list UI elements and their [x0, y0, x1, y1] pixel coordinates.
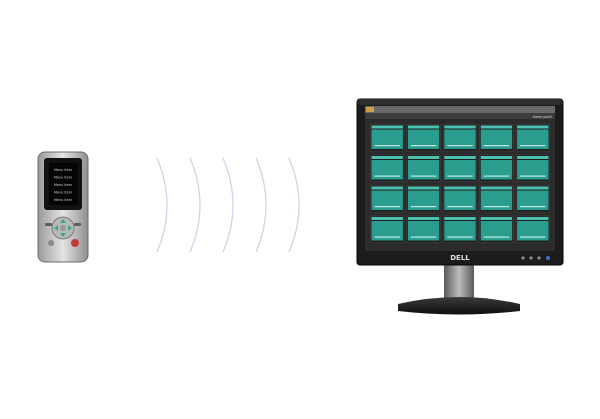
power-button-icon[interactable]: [546, 256, 550, 260]
monitor-button-icon[interactable]: [521, 256, 525, 260]
alarm-tile[interactable]: [406, 185, 441, 213]
app-logo-icon: [366, 107, 374, 112]
device-dpad: [51, 216, 75, 240]
right-arrow-icon: [68, 225, 72, 231]
monitor-base: [398, 297, 520, 315]
alarm-tile[interactable]: [443, 124, 477, 152]
alarm-tile[interactable]: [443, 185, 477, 213]
alarm-tiles-grid: [370, 124, 550, 243]
alarm-tile[interactable]: [479, 154, 514, 182]
alarm-tile[interactable]: [406, 154, 441, 182]
up-arrow-icon: [60, 219, 66, 223]
monitor-button-icon[interactable]: [537, 256, 541, 260]
alarm-tile[interactable]: [406, 215, 441, 243]
alarm-tile[interactable]: [443, 215, 477, 243]
alarm-tile[interactable]: [443, 154, 477, 182]
wave-arc: [156, 157, 168, 253]
left-arrow-icon: [54, 225, 58, 231]
alarm-tile[interactable]: [515, 215, 550, 243]
alarm-tile[interactable]: [515, 154, 550, 182]
app-titlebar: [365, 106, 555, 113]
device-menu-item: Menu item: [54, 191, 73, 195]
alarm-tile[interactable]: [370, 185, 405, 213]
monitor: Alarm panel DELL: [356, 98, 564, 315]
wave-arc: [288, 157, 300, 253]
device-menu-item: Menu item: [54, 183, 73, 187]
down-arrow-icon: [60, 233, 66, 237]
device-screen: [49, 163, 78, 205]
alarm-tile[interactable]: [479, 215, 514, 243]
alarm-tile[interactable]: [370, 154, 405, 182]
monitor-button-icon[interactable]: [529, 256, 533, 260]
device-menu-item: Menu item: [54, 198, 73, 202]
wave-arc: [189, 157, 201, 253]
alarm-tile[interactable]: [479, 185, 514, 213]
device-menu-item: Menu item: [54, 176, 73, 180]
wave-arc: [222, 157, 234, 253]
alarm-button-icon: [71, 239, 79, 247]
device-menu-item: Menu item: [54, 168, 73, 172]
alarm-tile[interactable]: [515, 124, 550, 152]
alarm-tile[interactable]: [370, 124, 405, 152]
alarm-tile[interactable]: [370, 215, 405, 243]
monitor-brand-logo: DELL: [450, 254, 470, 262]
wave-arc: [255, 157, 267, 253]
alarm-tile[interactable]: [406, 124, 441, 152]
alarm-tile[interactable]: [479, 124, 514, 152]
app-header-label: Alarm panel: [533, 115, 552, 119]
alarm-tile[interactable]: [515, 185, 550, 213]
wireless-signal: [156, 157, 300, 253]
